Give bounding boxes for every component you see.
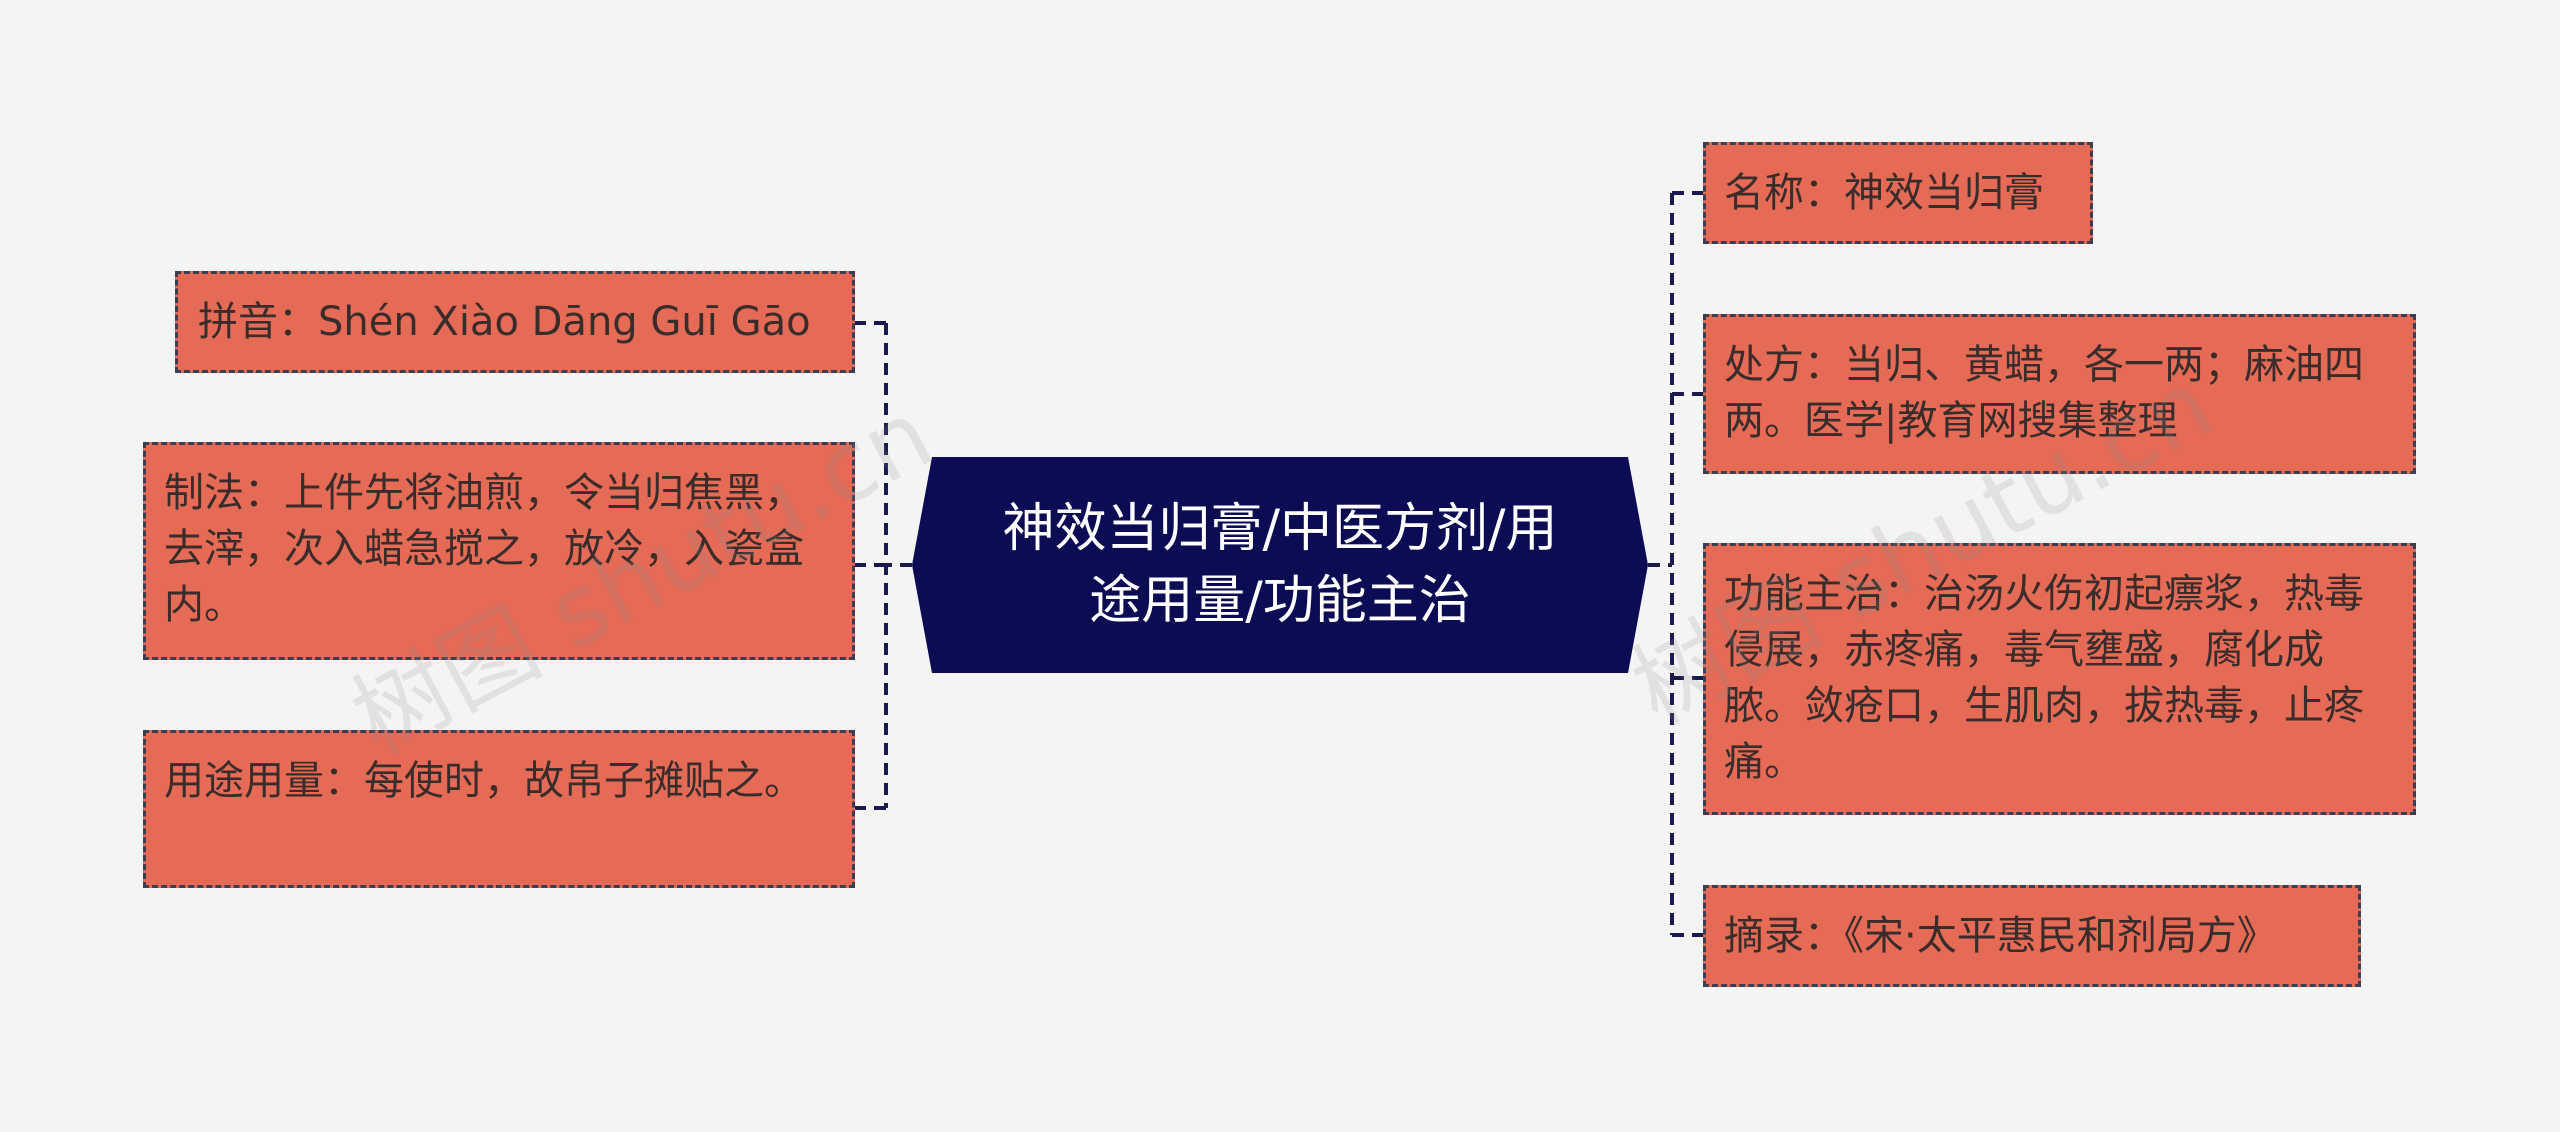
left-node-preparation[interactable]: 制法：上件先将油煎，令当归焦黑，去滓，次入蜡急搅之，放冷，入瓷盒内。 [143, 442, 855, 660]
right-node-prescription[interactable]: 处方：当归、黄蜡，各一两；麻油四两。医学|教育网搜集整理 [1703, 314, 2416, 474]
right-node-name[interactable]: 名称：神效当归膏 [1703, 142, 2093, 244]
right-node-source[interactable]: 摘录：《宋·太平惠民和剂局方》 [1703, 885, 2361, 987]
central-topic-shape [912, 457, 1648, 673]
central-topic-title: 神效当归膏/中医方剂/用途用量/功能主治 [1002, 499, 1558, 631]
left-node-pinyin[interactable]: 拼音：Shén Xiào Dāng Guī Gāo [175, 271, 855, 373]
connector-right-trunk [1648, 193, 1674, 935]
connector-left-trunk [884, 323, 912, 808]
central-topic[interactable]: 神效当归膏/中医方剂/用途用量/功能主治 [912, 457, 1648, 673]
right-node-indications[interactable]: 功能主治：治汤火伤初起瘭浆，热毒侵展，赤疼痛，毒气壅盛，腐化成脓。敛疮口，生肌肉… [1703, 543, 2416, 815]
left-node-usage[interactable]: 用途用量：每使时，故帛子摊贴之。 [143, 730, 855, 888]
